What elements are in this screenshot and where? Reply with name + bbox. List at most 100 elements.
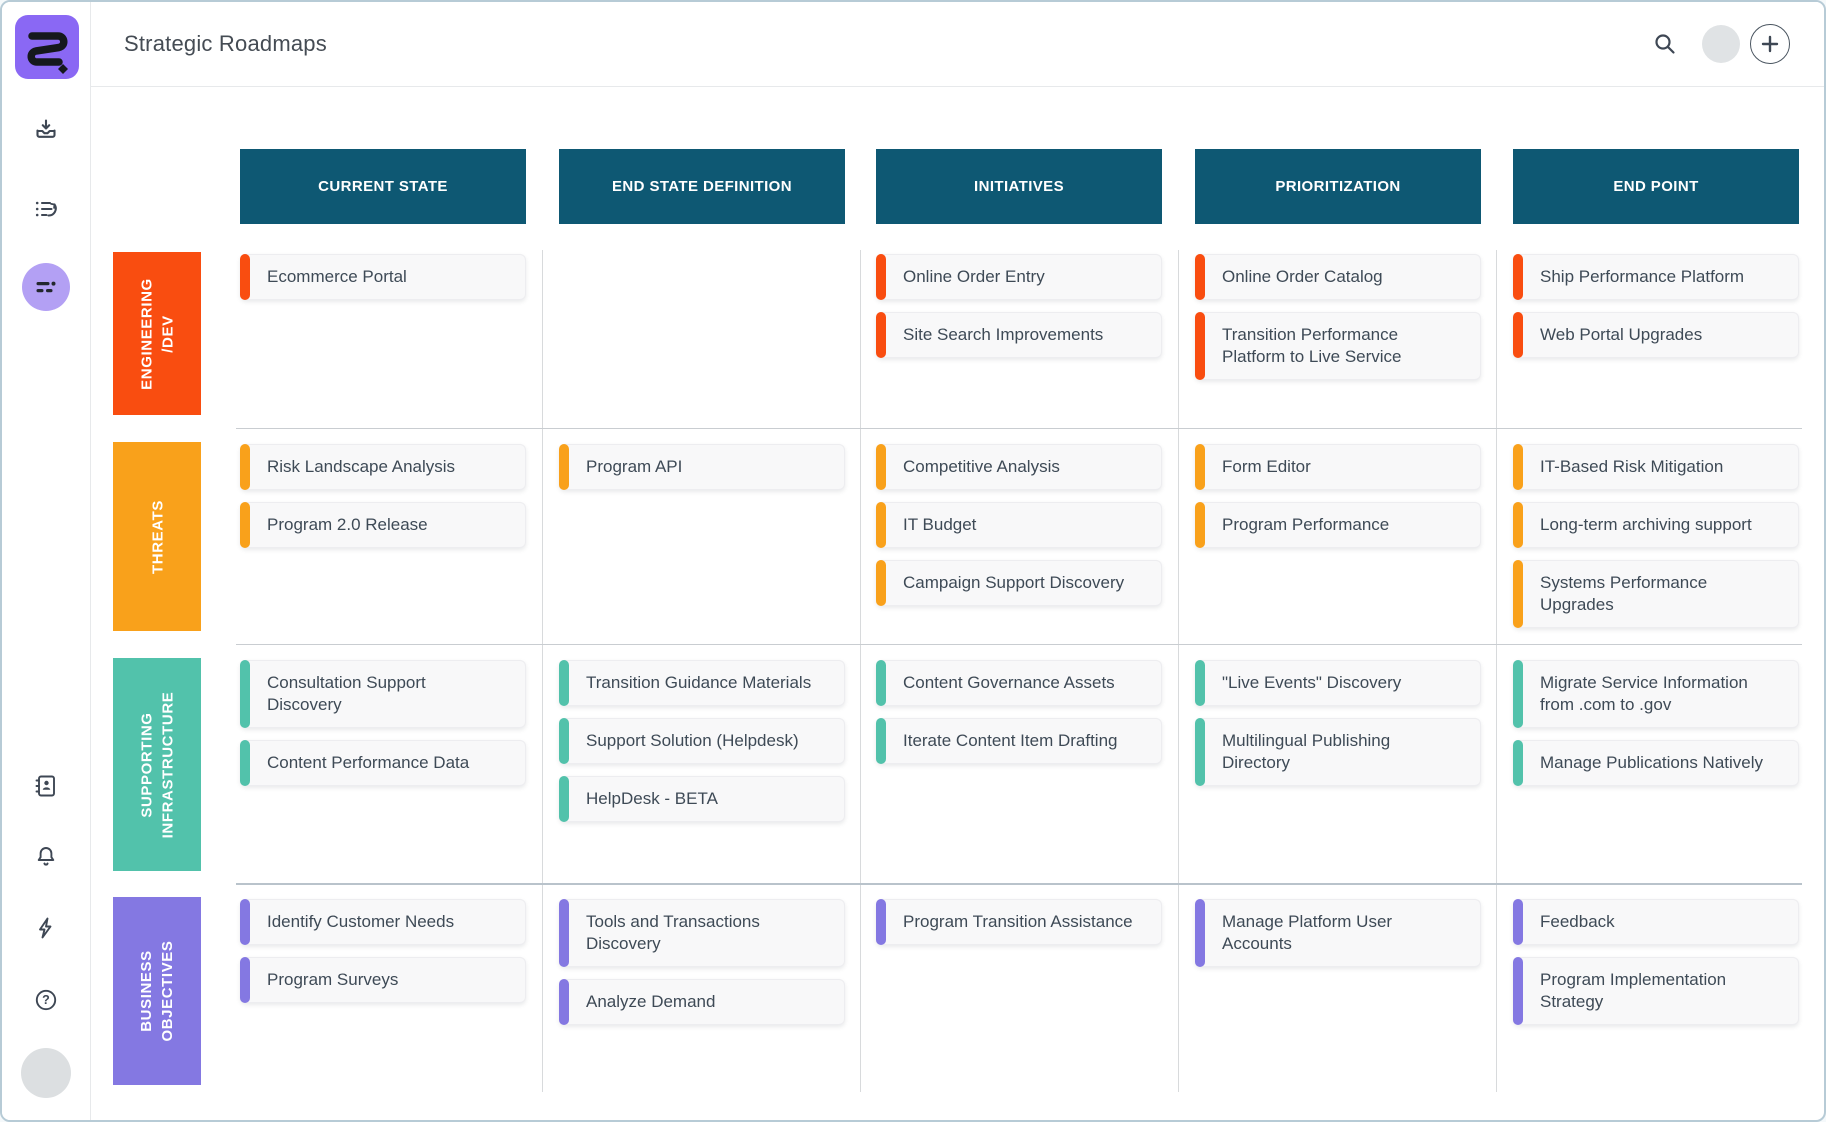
card-accent-bar [1195, 899, 1205, 968]
card-title: Long-term archiving support [1540, 515, 1752, 535]
card-accent-bar [559, 718, 569, 765]
card[interactable]: Ecommerce Portal [240, 254, 526, 301]
card[interactable]: Support Solution (Helpdesk) [559, 718, 845, 765]
sidebar-item-notifications[interactable] [26, 837, 66, 877]
card[interactable]: Risk Landscape Analysis [240, 444, 526, 491]
card[interactable]: Manage Platform User Accounts [1195, 899, 1481, 968]
card-title: Site Search Improvements [903, 325, 1104, 345]
card[interactable]: Web Portal Upgrades [1513, 312, 1799, 359]
roadmap-icon [36, 281, 56, 293]
sidebar-user-avatar[interactable] [21, 1048, 71, 1098]
card[interactable]: Competitive Analysis [876, 444, 1162, 491]
card[interactable]: Site Search Improvements [876, 312, 1162, 359]
card[interactable]: Transition Guidance Materials [559, 660, 845, 707]
card-accent-bar [876, 444, 886, 491]
sidebar-item-backlog[interactable] [26, 189, 66, 229]
card[interactable]: Feedback [1513, 899, 1799, 946]
card[interactable]: Tools and Transactions Discovery [559, 899, 845, 968]
roadmap-logo-icon [27, 32, 68, 74]
card[interactable]: Transition Performance Platform to Live … [1195, 312, 1481, 381]
card-accent-bar [876, 899, 886, 946]
row-divider [236, 428, 1802, 429]
card-title: Migrate Service Information from .com to… [1540, 673, 1748, 715]
row-label: BUSINESS OBJECTIVES [113, 897, 201, 1085]
card-accent-bar [1195, 312, 1205, 381]
lightning-icon [39, 917, 52, 939]
sidebar-item-import[interactable] [26, 110, 66, 150]
board-cell: Migrate Service Information from .com to… [1513, 660, 1799, 798]
app-logo[interactable] [15, 15, 79, 79]
add-button[interactable] [1750, 24, 1790, 64]
card-title: Ecommerce Portal [267, 267, 407, 286]
card[interactable]: Program Surveys [240, 957, 526, 1004]
card-title: HelpDesk - BETA [586, 789, 718, 809]
card-accent-bar [240, 502, 250, 549]
search-button[interactable] [1652, 31, 1678, 57]
row-label-text: THREATS [148, 499, 166, 574]
card-accent-bar [1195, 444, 1205, 491]
card[interactable]: Content Performance Data [240, 740, 526, 787]
card-accent-bar [1195, 502, 1205, 549]
card[interactable]: Manage Publications Natively [1513, 740, 1799, 787]
card[interactable]: Program Performance [1195, 502, 1481, 549]
card[interactable]: Ship Performance Platform [1513, 254, 1799, 301]
card[interactable]: Consultation Support Discovery [240, 660, 526, 729]
card[interactable]: IT-Based Risk Mitigation [1513, 444, 1799, 491]
card[interactable]: Identify Customer Needs [240, 899, 526, 946]
card[interactable]: Program Implementation Strategy [1513, 957, 1799, 1026]
user-avatar[interactable] [1702, 25, 1740, 63]
card[interactable]: Campaign Support Discovery [876, 560, 1162, 607]
card[interactable]: IT Budget [876, 502, 1162, 549]
plus-icon [1761, 35, 1779, 53]
card[interactable]: Analyze Demand [559, 979, 845, 1026]
card[interactable]: Program 2.0 Release [240, 502, 526, 549]
card-accent-bar [1513, 899, 1523, 946]
row-label-text: BUSINESS OBJECTIVES [138, 940, 176, 1042]
card[interactable]: Program Transition Assistance [876, 899, 1162, 946]
card[interactable]: "Live Events" Discovery [1195, 660, 1481, 707]
card-title: Program API [586, 457, 683, 476]
search-icon [1655, 34, 1675, 54]
column-divider [860, 250, 861, 1092]
row-label-text: ENGINEERING /DEV [138, 277, 176, 390]
card-title: IT-Based Risk Mitigation [1540, 457, 1724, 476]
card[interactable]: Multilingual Publishing Directory [1195, 718, 1481, 787]
card[interactable]: Program API [559, 444, 845, 491]
row-label: THREATS [113, 442, 201, 631]
card[interactable]: Online Order Entry [876, 254, 1162, 301]
card-accent-bar [1513, 660, 1523, 729]
column-header: INITIATIVES [876, 149, 1162, 224]
card-accent-bar [559, 444, 569, 491]
card-title: Transition Performance Platform to Live … [1222, 325, 1402, 367]
card[interactable]: Iterate Content Item Drafting [876, 718, 1162, 765]
card-accent-bar [240, 957, 250, 1004]
sidebar: ? [2, 2, 91, 1120]
row-label: ENGINEERING /DEV [113, 252, 201, 415]
sidebar-item-roadmaps-active[interactable] [22, 263, 70, 311]
card[interactable]: Systems Performance Upgrades [1513, 560, 1799, 629]
card-accent-bar [1195, 718, 1205, 787]
sidebar-item-help[interactable]: ? [26, 980, 66, 1020]
card-title: Campaign Support Discovery [903, 573, 1125, 593]
card-title: Systems Performance Upgrades [1540, 573, 1708, 615]
card[interactable]: HelpDesk - BETA [559, 776, 845, 823]
sidebar-item-contacts[interactable] [26, 766, 66, 806]
card[interactable]: Content Governance Assets [876, 660, 1162, 707]
sidebar-item-activity[interactable] [26, 908, 66, 948]
card[interactable]: Online Order Catalog [1195, 254, 1481, 301]
card-accent-bar [1513, 957, 1523, 1026]
row-divider [236, 883, 1802, 885]
card[interactable]: Migrate Service Information from .com to… [1513, 660, 1799, 729]
board-cell: Program API [559, 444, 845, 502]
card[interactable]: Long-term archiving support [1513, 502, 1799, 549]
card[interactable]: Form Editor [1195, 444, 1481, 491]
contacts-icon [35, 775, 55, 797]
